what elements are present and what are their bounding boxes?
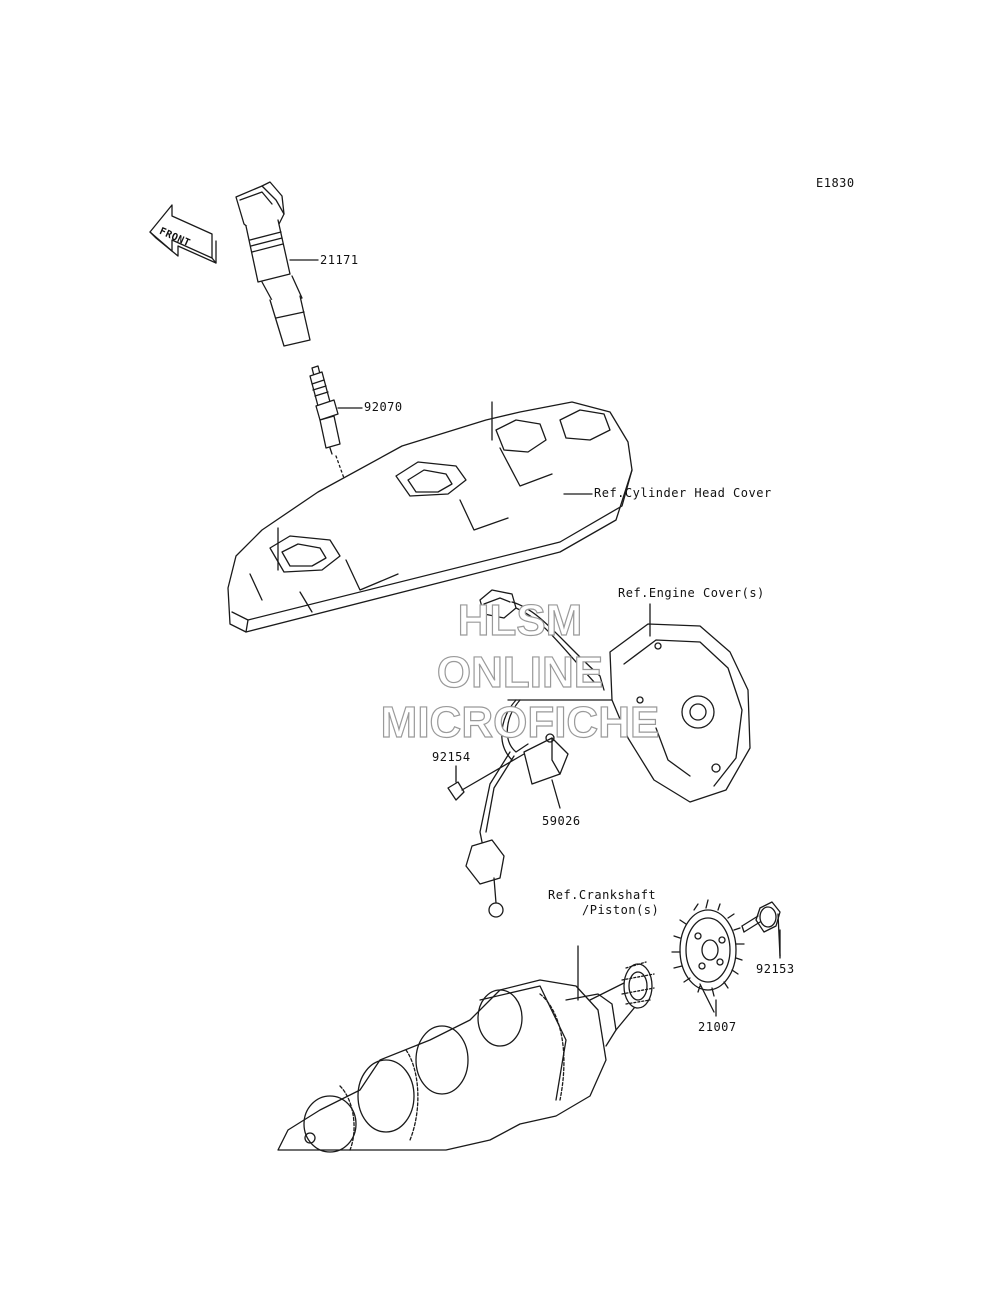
front-arrow-icon [149,204,217,264]
ref-engine-cover: Ref.Engine Cover(s) [618,586,765,600]
timing-rotor [671,899,745,1013]
ref-crankshaft-line1: Ref.Crankshaft [548,888,657,902]
watermark-line2: ONLINE [436,647,604,697]
part-number-92154[interactable]: 92154 [432,750,471,764]
pickup-wiring [465,589,605,918]
watermark-line3: MICROFICHE [380,697,660,747]
engine-cover [609,623,751,803]
watermark-line1: HLSM [457,595,583,645]
bolt-92154 [447,753,525,801]
part-number-59026[interactable]: 59026 [542,814,581,828]
part-number-21007[interactable]: 21007 [698,1020,737,1034]
ref-crankshaft-line2: /Piston(s) [582,903,660,917]
diagram-code: E1830 [816,176,855,190]
part-number-92070[interactable]: 92070 [364,400,403,414]
part-number-21171[interactable]: 21171 [320,253,359,267]
part-number-92153[interactable]: 92153 [756,962,795,976]
ref-cylinder-head-cover: Ref.Cylinder Head Cover [594,486,772,500]
crankshaft [277,979,645,1153]
crank-gear [621,961,655,1009]
bolt-92153 [741,901,781,957]
cylinder-head-cover [227,401,633,633]
pickup-coil [523,733,569,809]
ignition-coil [235,181,311,347]
spark-plug [309,365,341,455]
